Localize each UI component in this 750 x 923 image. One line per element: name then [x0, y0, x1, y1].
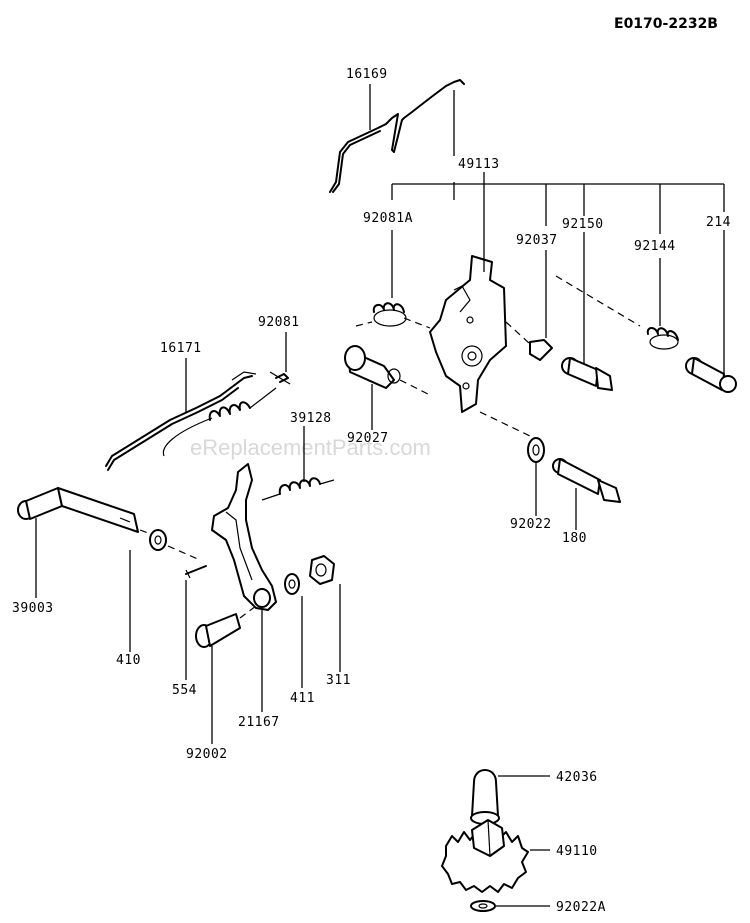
label-92081A: 92081A [363, 211, 413, 226]
label-49113: 49113 [458, 157, 500, 172]
part-92037-clip [505, 275, 641, 361]
assembly-axis-line [399, 379, 531, 437]
leader-lines [35, 84, 725, 907]
label-39128: 39128 [290, 411, 332, 426]
label-92022: 92022 [510, 517, 552, 532]
part-92081-spring-coil [162, 387, 277, 457]
part-49110-governor-gear [441, 819, 529, 893]
part-311-nut [309, 555, 335, 585]
part-labels: 16169 49113 92081A 92037 92150 92144 214… [12, 67, 731, 915]
part-554-pin [185, 565, 207, 579]
label-49110: 49110 [556, 844, 598, 859]
part-180-bolt [552, 458, 621, 503]
part-49113-bracket [429, 255, 507, 413]
label-42036: 42036 [556, 770, 598, 785]
part-214-bolt [685, 357, 737, 393]
part-92022A-washer [470, 900, 496, 912]
part-92081-rod [269, 371, 291, 385]
part-39003-shaft [17, 487, 157, 537]
part-92002-bolt [195, 605, 257, 648]
part-42036-pin [470, 769, 500, 825]
label-180: 180 [562, 531, 587, 546]
part-92150-bolt [561, 357, 613, 391]
label-554: 554 [172, 683, 197, 698]
part-92027-collar [344, 345, 401, 389]
label-410: 410 [116, 653, 141, 668]
part-410-washer [149, 529, 201, 561]
label-214: 214 [706, 215, 731, 230]
part-21167-governor-lever [211, 463, 277, 611]
label-92150: 92150 [562, 217, 604, 232]
label-92144: 92144 [634, 239, 676, 254]
label-16169: 16169 [346, 67, 388, 82]
label-39003: 39003 [12, 601, 54, 616]
watermark: eReplacementParts.com [190, 435, 431, 460]
label-92081: 92081 [258, 315, 300, 330]
part-92022-washer [527, 437, 545, 463]
label-411: 411 [290, 691, 315, 706]
label-311: 311 [326, 673, 351, 688]
part-92081A-spring [355, 302, 431, 329]
label-92002: 92002 [186, 747, 228, 762]
part-411-washer [284, 573, 300, 595]
label-92027: 92027 [347, 431, 389, 446]
label-92037: 92037 [516, 233, 558, 248]
part-16171-link-rod [105, 371, 257, 471]
part-92144-spring [646, 327, 679, 350]
part-16169-governor-link [329, 79, 465, 193]
label-92022A: 92022A [556, 900, 606, 915]
label-16171: 16171 [160, 341, 202, 356]
label-21167: 21167 [238, 715, 280, 730]
part-39128-spring [261, 477, 335, 501]
diagram-code: E0170-2232B [614, 16, 718, 32]
